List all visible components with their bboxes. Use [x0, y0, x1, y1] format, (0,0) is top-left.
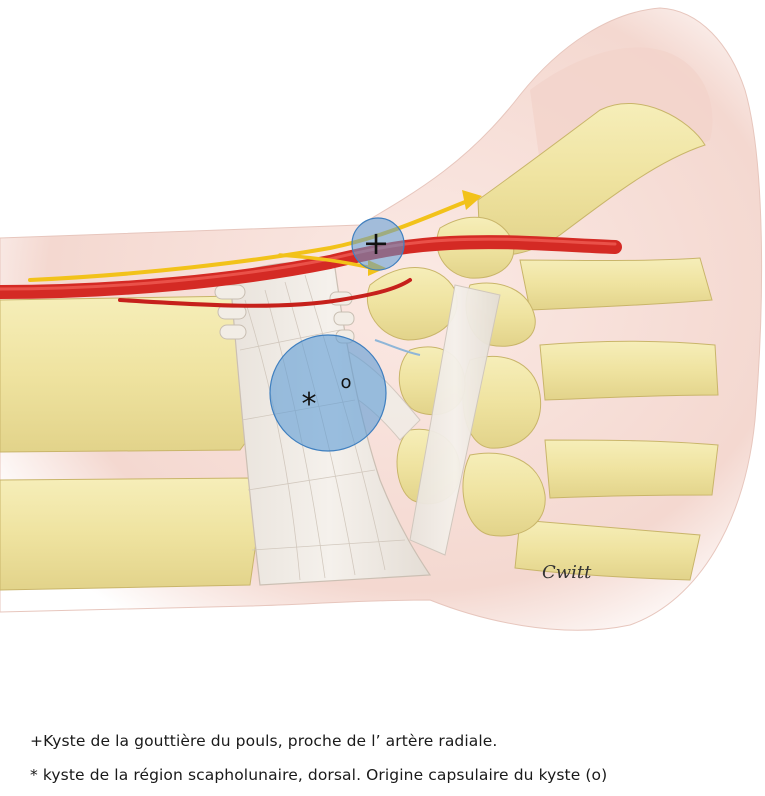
plus-marker: +	[363, 224, 390, 262]
artist-signature: Cwitt	[542, 562, 592, 583]
circle-marker: o	[340, 372, 351, 393]
wrist-anatomy-illustration: + * o Cwitt	[0, 7, 763, 631]
radial-nerve	[28, 198, 472, 282]
metacarpal-5	[514, 519, 701, 581]
metacarpal-2	[519, 257, 713, 311]
metacarpal-3	[539, 340, 719, 401]
hamate-bone	[462, 452, 546, 537]
caption-radial-gutter-cyst: +Kyste de la gouttière du pouls, proche …	[30, 732, 498, 750]
artery-branch	[118, 278, 412, 308]
metacarpal-4	[544, 439, 719, 499]
scapholunate-gap	[374, 339, 421, 356]
caption-scapholunate-cyst: * kyste de la région scapholunaire, dors…	[30, 766, 608, 784]
radial-gutter-cyst	[351, 217, 405, 271]
ulna-bone	[0, 477, 263, 591]
radius-bone	[0, 295, 263, 453]
nerve-arrow-upper	[462, 190, 482, 210]
star-marker: *	[302, 387, 317, 422]
dorsal-intercarpal-ligament	[409, 284, 501, 556]
scapholunate-cyst	[269, 334, 387, 452]
